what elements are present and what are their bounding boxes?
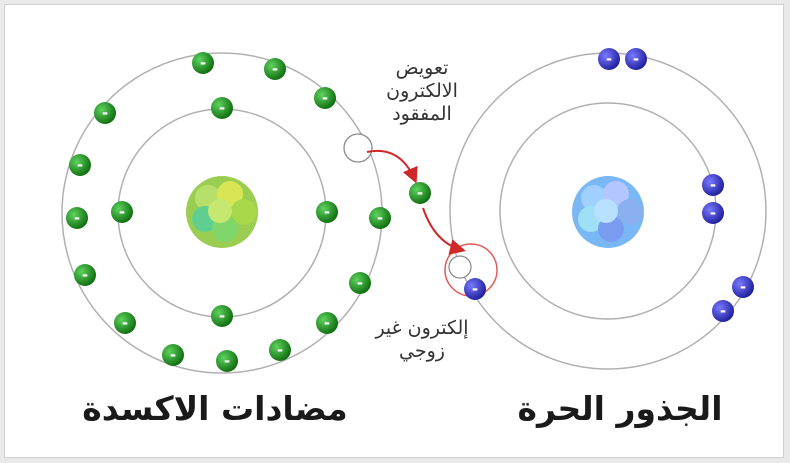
electron-sign: -	[170, 346, 176, 364]
antioxidant-electron: -	[66, 207, 88, 229]
electron-sign: -	[357, 274, 363, 292]
electron-sign: -	[224, 352, 230, 370]
radical-electron: -	[712, 300, 734, 322]
electron-sign: -	[77, 156, 83, 174]
electron-sign: -	[322, 89, 328, 107]
radical-nucleus	[572, 176, 644, 248]
electron-sign: -	[74, 209, 80, 227]
radical-electron: -	[702, 202, 724, 224]
electron-sign: -	[272, 60, 278, 78]
antioxidant-electron: -	[69, 154, 91, 176]
antioxidant-electron: -	[314, 87, 336, 109]
diagram-card: -------------------------- تعويض الالكتر…	[4, 4, 784, 458]
radical-vacant-slot	[448, 255, 472, 279]
electron-sign: -	[277, 341, 283, 359]
antioxidant-nucleus	[186, 176, 258, 248]
arrow-to-transfer	[366, 149, 418, 184]
radical-electron: -	[702, 174, 724, 196]
electron-sign: -	[740, 278, 746, 296]
antioxidant-electron: -	[216, 350, 238, 372]
electron-sign: -	[200, 54, 206, 72]
electron-sign: -	[102, 104, 108, 122]
antioxidant-electron: -	[211, 97, 233, 119]
vacant-electron-slot	[343, 133, 373, 163]
antioxidant-electron: -	[409, 182, 431, 204]
antioxidant-electron: -	[316, 201, 338, 223]
atom-diagram: --------------------------	[61, 48, 767, 374]
antioxidant-electron: -	[264, 58, 286, 80]
antioxidant-electron: -	[74, 264, 96, 286]
antioxidant-electron: -	[369, 207, 391, 229]
electron-sign: -	[472, 280, 478, 298]
electron-sign: -	[324, 314, 330, 332]
radical-electron: -	[464, 278, 486, 300]
antioxidants-title: مضادات الاكسدة	[82, 389, 348, 428]
electron-sign: -	[324, 203, 330, 221]
antioxidant-electron: -	[162, 344, 184, 366]
antioxidant-electron: -	[211, 305, 233, 327]
free-radicals-title: الجذور الحرة	[517, 389, 723, 428]
electron-sign: -	[720, 302, 726, 320]
electron-sign: -	[82, 266, 88, 284]
antioxidant-electron: -	[192, 52, 214, 74]
antioxidant-electron: -	[94, 102, 116, 124]
radical-electron: -	[598, 48, 620, 70]
electron-sign: -	[710, 176, 716, 194]
electron-sign: -	[219, 99, 225, 117]
electron-sign: -	[119, 203, 125, 221]
unpaired-electron-label: إلكترون غير زوجي	[375, 317, 469, 362]
electron-sign: -	[122, 314, 128, 332]
electron-sign: -	[219, 307, 225, 325]
electron-sign: -	[377, 209, 383, 227]
radical-electron: -	[732, 276, 754, 298]
antioxidant-electron: -	[349, 272, 371, 294]
antioxidant-electron: -	[316, 312, 338, 334]
electron-sign: -	[710, 204, 716, 222]
antioxidant-electron: -	[111, 201, 133, 223]
antioxidant-electron: -	[269, 339, 291, 361]
arrow-to-radical	[422, 207, 466, 255]
electron-sign: -	[606, 50, 612, 68]
replace-lost-electron-label: تعويض الالكترون المفقود	[386, 57, 458, 125]
antioxidant-electron: -	[114, 312, 136, 334]
electron-sign: -	[633, 50, 639, 68]
electron-sign: -	[417, 184, 423, 202]
radical-electron: -	[625, 48, 647, 70]
